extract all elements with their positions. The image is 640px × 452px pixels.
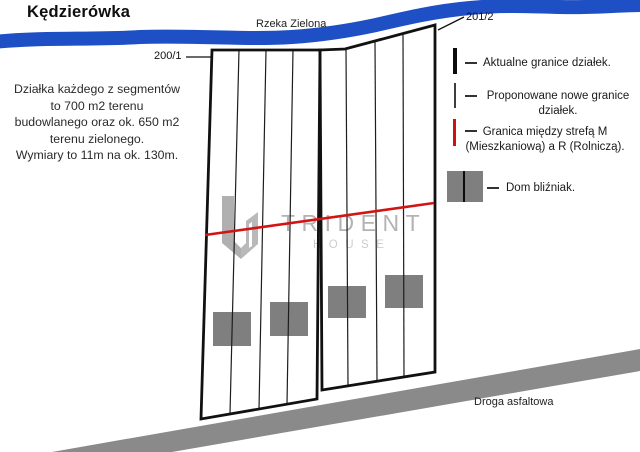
legend-line: działek. <box>538 105 578 117</box>
plot-divider <box>345 48 349 386</box>
zone-boundary-line <box>204 201 435 237</box>
plot-201-2-outline <box>318 23 437 392</box>
plot-number-200-1: 200/1 <box>154 50 182 62</box>
pointer-201-2 <box>437 16 465 31</box>
plot-number-201-2: 201/2 <box>466 11 494 23</box>
description-line: budowlanego oraz ok. 650 m2 <box>14 115 180 130</box>
legend-red-line-swatch <box>453 119 456 146</box>
plot-200-1-outline <box>199 48 322 421</box>
plot-divider <box>258 49 267 410</box>
river-label: Rzeka Zielona <box>256 18 327 30</box>
plot-description: Działka każdego z segmentów to 700 m2 te… <box>6 81 188 164</box>
legend-duplex-house-swatch <box>447 171 483 202</box>
legend-thin-line-swatch <box>454 83 456 108</box>
legend-dash-icon <box>487 187 499 190</box>
watermark-logo-slot <box>249 222 252 248</box>
river <box>0 0 640 49</box>
description-line: Działka każdego z segmentów <box>13 82 181 96</box>
legend-dash-icon <box>465 95 477 98</box>
legend-line: Proponowane nowe granice <box>486 90 630 102</box>
duplex-divider-icon <box>463 171 465 202</box>
legend-item-duplex-house: Dom bliźniak. <box>506 182 576 194</box>
plot-divider <box>402 33 405 378</box>
legend-line: Granica między strefą M <box>482 126 608 138</box>
description-line: terenu zielonego. <box>49 131 145 146</box>
description-line: to 700 m2 terenu <box>50 98 144 113</box>
legend-dash-icon <box>465 62 477 65</box>
legend-item-proposed-boundaries: Proponowane nowe granice działek. <box>483 89 633 119</box>
legend-item-zone-boundary: Granica między strefą M (Mieszkaniową) a… <box>458 125 632 155</box>
legend-dash-icon <box>465 130 477 133</box>
page-title: Kędzierówka <box>27 3 131 21</box>
current-boundaries <box>199 23 437 421</box>
plot-divider <box>286 49 294 405</box>
legend-item-current-boundaries: Aktualne granice działek. <box>483 57 611 69</box>
road-label: Droga asfaltowa <box>474 396 554 408</box>
proposed-boundaries <box>229 33 405 415</box>
road <box>52 349 640 452</box>
watermark-sub-text: HOUSE <box>313 239 391 251</box>
watermark-logo <box>222 196 241 259</box>
legend-line: (Mieszkaniową) a R (Rolniczą). <box>465 141 625 153</box>
legend-thick-line-swatch <box>453 48 457 74</box>
description-line: Wymiary to 11m na ok. 130m. <box>15 148 179 163</box>
